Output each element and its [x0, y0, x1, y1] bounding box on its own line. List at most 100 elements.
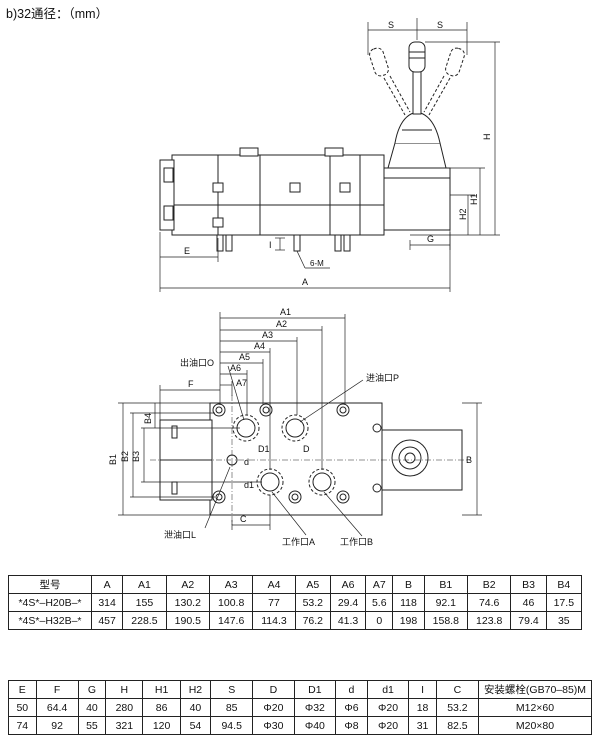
- table-cell: 74: [8, 716, 37, 735]
- dim-label-b1: B1: [108, 454, 118, 465]
- table-cell: 5.6: [365, 593, 394, 612]
- table-cell: 85: [210, 698, 254, 717]
- table-header-cell: B2: [466, 575, 512, 594]
- dim-label-a1: A1: [280, 307, 291, 317]
- table-cell: Φ30: [252, 716, 295, 735]
- table-header-cell: B4: [545, 575, 583, 594]
- dim-label-d1-small: d1: [244, 480, 254, 490]
- table-cell: 190.5: [165, 611, 210, 630]
- table-row: *4S*–H20B–* 314 155 130.2 100.8 77 53.2 …: [8, 593, 583, 612]
- dim-label-a: A: [302, 277, 308, 287]
- table-cell: 50: [8, 698, 37, 717]
- table-cell: 55: [77, 716, 107, 735]
- table-header-cell: A1: [122, 575, 167, 594]
- dim-label-b3: B3: [131, 451, 141, 462]
- table-cell: 228.5: [122, 611, 167, 630]
- table-cell: 77: [252, 593, 296, 612]
- lever-knob: [408, 41, 426, 73]
- table-cell: 147.6: [208, 611, 254, 630]
- table-header-cell: H1: [142, 680, 181, 699]
- dim-label-s-right: S: [437, 20, 443, 30]
- table-cell: 79.4: [510, 611, 547, 630]
- dim-label-e: E: [184, 246, 190, 256]
- table-header-cell: H2: [179, 680, 212, 699]
- table-cell: Φ8: [335, 716, 368, 735]
- dim-label-a7: A7: [236, 378, 247, 388]
- table-cell: 17.5: [545, 593, 583, 612]
- table-header-cell: D1: [293, 680, 337, 699]
- spec-table-1: 型号 A A1 A2 A3 A4 A5 A6 A7 B B1 B2 B3 B4 …: [8, 575, 583, 630]
- table-cell: 280: [105, 698, 144, 717]
- table-cell: 86: [142, 698, 181, 717]
- dim-label-c: C: [240, 514, 247, 524]
- table-header-cell: A4: [252, 575, 296, 594]
- callout-drain-l: 泄油口L: [164, 529, 196, 540]
- table-cell: 314: [90, 593, 124, 612]
- callout-outlet-o: 出油口O: [180, 357, 214, 368]
- spec-table-2: E F G H H1 H2 S D D1 d d1 I C 安装螺栓(GB70–…: [8, 680, 592, 735]
- table-cell: Φ20: [366, 716, 410, 735]
- top-view: A1 A2 A3 A4 A5 A6 A7 F C B B1 B2 B3 B4 D…: [108, 307, 482, 547]
- table-cell: 321: [105, 716, 144, 735]
- table-cell: 100.8: [208, 593, 254, 612]
- table-cell: 64.4: [35, 698, 79, 717]
- section-title: b)32通径：（mm）: [6, 7, 109, 21]
- table-cell: 457: [90, 611, 124, 630]
- drawing-canvas: S S H H1 H2 G E A I 6-M: [108, 18, 500, 547]
- table-header-cell: E: [8, 680, 37, 699]
- table-cell: 41.3: [329, 611, 367, 630]
- table-cell: 35: [545, 611, 583, 630]
- table-header-cell: A5: [294, 575, 331, 594]
- table-header-cell: d: [335, 680, 368, 699]
- dim-label-d: D: [303, 444, 310, 454]
- bolt: [343, 234, 351, 252]
- table-cell: 54: [179, 716, 212, 735]
- dim-label-h1: H1: [469, 193, 479, 205]
- table-cell: *4S*–H32B–*: [8, 611, 92, 630]
- dim-label-d1: D1: [258, 444, 270, 454]
- table-cell: M20×80: [478, 716, 592, 735]
- table-row: 74 92 55 321 120 54 94.5 Φ30 Φ40 Φ8 Φ20 …: [8, 716, 592, 735]
- table-row: *4S*–H32B–* 457 228.5 190.5 147.6 114.3 …: [8, 611, 583, 630]
- table-cell: 76.2: [294, 611, 331, 630]
- table-cell: 29.4: [329, 593, 367, 612]
- table-cell: 92: [35, 716, 79, 735]
- table-header-cell: A2: [165, 575, 210, 594]
- bolt: [293, 234, 301, 252]
- table-header-cell: C: [435, 680, 480, 699]
- table-header-cell: I: [408, 680, 437, 699]
- table-cell: 155: [122, 593, 167, 612]
- table-cell: 53.2: [294, 593, 331, 612]
- table-header-cell: A3: [208, 575, 254, 594]
- table-cell: 114.3: [252, 611, 296, 630]
- dim-label-b4: B4: [143, 413, 153, 424]
- table-cell: 0: [365, 611, 394, 630]
- dim-label-g: G: [427, 234, 434, 244]
- dim-label-f: F: [188, 379, 194, 389]
- table-cell: Φ32: [293, 698, 337, 717]
- lever-shaft: [412, 69, 422, 115]
- table-cell: 82.5: [435, 716, 480, 735]
- dim-label-a6: A6: [230, 363, 241, 373]
- table-header-cell: A: [90, 575, 124, 594]
- table-header-row: E F G H H1 H2 S D D1 d d1 I C 安装螺栓(GB70–…: [8, 680, 592, 699]
- table-cell: Φ6: [335, 698, 368, 717]
- dim-label-a2: A2: [276, 319, 287, 329]
- table-header-cell: F: [35, 680, 79, 699]
- table-header-cell: B: [392, 575, 425, 594]
- table-cell: 74.6: [466, 593, 512, 612]
- table-header-cell: S: [210, 680, 254, 699]
- table-cell: 120: [142, 716, 181, 735]
- table-header-row: 型号 A A1 A2 A3 A4 A5 A6 A7 B B1 B2 B3 B4: [8, 575, 583, 594]
- lever-alt-positions: [369, 47, 465, 116]
- bolt: [216, 234, 224, 252]
- table-cell: 198: [392, 611, 425, 630]
- dim-label-s-left: S: [388, 20, 394, 30]
- table-cell: 46: [510, 593, 547, 612]
- table-header-cell: D: [252, 680, 295, 699]
- table-cell: 40: [77, 698, 107, 717]
- table-header-cell: d1: [366, 680, 410, 699]
- handle-base-block: [383, 167, 451, 231]
- dim-label-h: H: [482, 134, 492, 141]
- valve-body-upper: [171, 154, 385, 206]
